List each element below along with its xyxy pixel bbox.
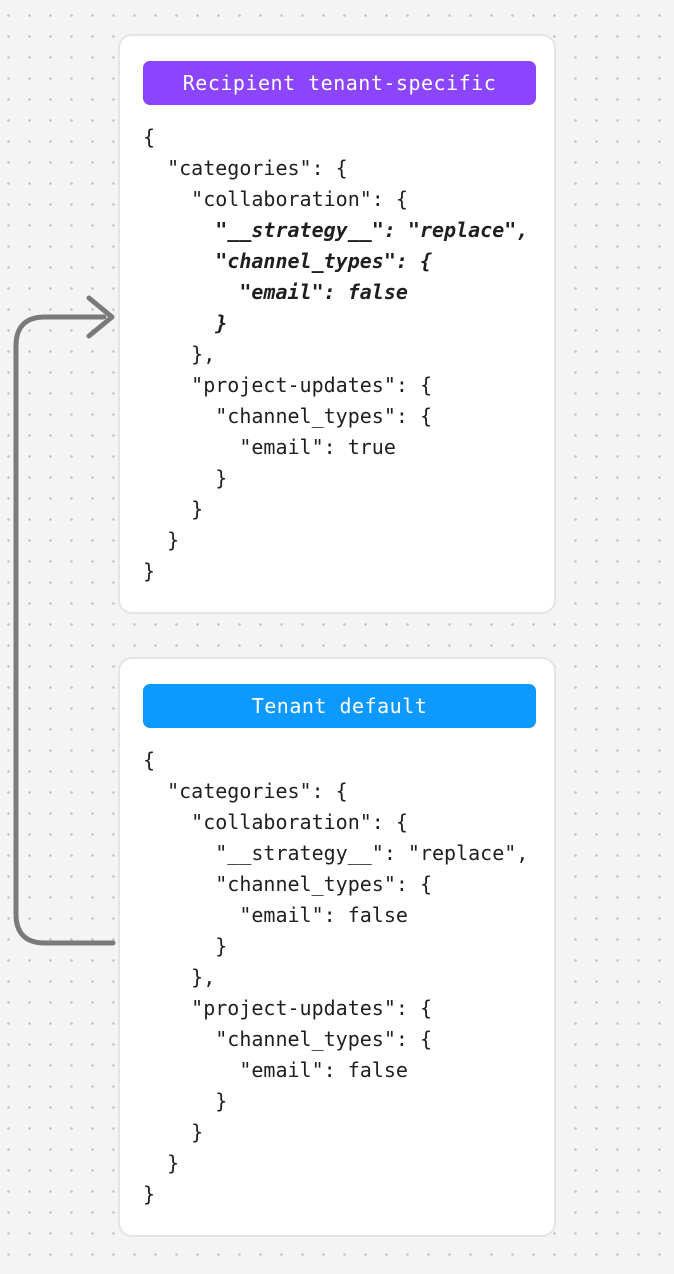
json-code-line: }, xyxy=(143,965,216,989)
recipient-tenant-specific-card: Recipient tenant-specific { "categories"… xyxy=(118,34,556,614)
json-code-line: { xyxy=(143,125,156,149)
json-code-line: "categories": { xyxy=(143,156,348,180)
json-code-line: { xyxy=(143,748,156,772)
json-code-line: "project-updates": { xyxy=(143,996,432,1020)
json-code-line: } xyxy=(143,466,228,490)
json-code-line: "collaboration": { xyxy=(143,187,408,211)
json-code-line: "__strategy__": "replace", xyxy=(143,841,529,865)
json-code-line: "collaboration": { xyxy=(143,810,408,834)
json-code-line: "channel_types": { xyxy=(143,404,432,428)
recipient-tenant-specific-json: { "categories": { "collaboration": { "__… xyxy=(143,122,528,587)
json-code-line: "email": false xyxy=(143,1058,408,1082)
json-code-line: } xyxy=(143,934,228,958)
json-code-line: }, xyxy=(143,342,216,366)
tenant-default-json: { "categories": { "collaboration": { "__… xyxy=(143,745,528,1210)
loop-arrow-shaft xyxy=(13,314,116,946)
json-code-line: } xyxy=(143,1089,228,1113)
json-code-line: } xyxy=(143,1182,156,1206)
json-code-line: "project-updates": { xyxy=(143,373,432,397)
recipient-tenant-specific-badge: Recipient tenant-specific xyxy=(143,61,536,105)
json-code-line: } xyxy=(143,528,180,552)
json-code-line: "email": false xyxy=(143,903,408,927)
json-code-line: } xyxy=(143,497,204,521)
json-code-line: } xyxy=(143,559,156,583)
arrowhead-icon xyxy=(86,295,115,339)
tenant-default-badge: Tenant default xyxy=(143,684,536,728)
json-code-line: "channel_types": { xyxy=(143,872,432,896)
json-code-line: } xyxy=(143,1151,180,1175)
json-code-line: } xyxy=(143,311,228,335)
json-code-line: "categories": { xyxy=(143,779,348,803)
json-code-line: "channel_types": { xyxy=(143,1027,432,1051)
json-code-line: "email": true xyxy=(143,435,396,459)
json-code-line: } xyxy=(143,1120,204,1144)
json-code-line: "channel_types": { xyxy=(143,249,432,273)
json-code-line: "__strategy__": "replace", xyxy=(143,218,529,242)
tenant-default-card: Tenant default { "categories": { "collab… xyxy=(118,657,556,1237)
json-code-line: "email": false xyxy=(143,280,408,304)
